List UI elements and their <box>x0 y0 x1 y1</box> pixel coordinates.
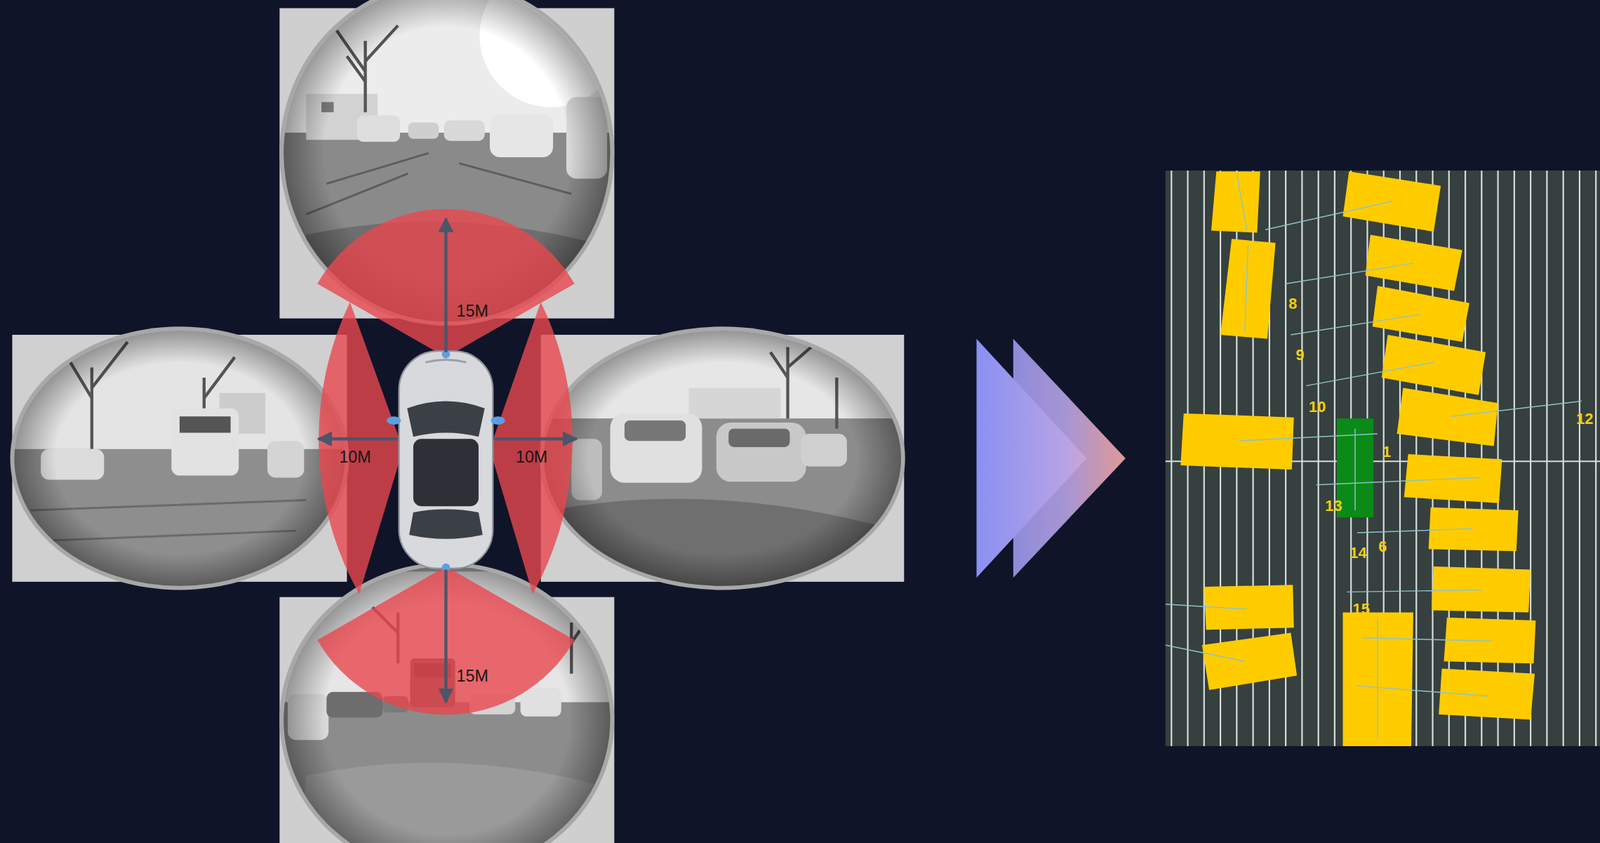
ego-vehicle <box>407 400 485 437</box>
detected-vehicle <box>1381 334 1486 396</box>
right-camera-image <box>530 326 919 592</box>
callout-number: 13 <box>1324 497 1342 513</box>
callout-number: 6 <box>1378 538 1387 554</box>
left-camera-image <box>14 330 345 586</box>
camera-coverage-sector <box>318 301 403 594</box>
transform-chevron <box>1013 338 1126 578</box>
right-camera-image <box>543 330 902 586</box>
dimension-label: 10M <box>338 449 371 466</box>
leader-line <box>1165 200 1582 696</box>
callout-number: 12 <box>1576 410 1593 426</box>
detected-vehicle <box>1372 285 1470 342</box>
left-camera-image <box>0 326 368 592</box>
transform-chevron <box>976 338 1126 578</box>
right-camera-image <box>530 326 919 592</box>
parking-map <box>1165 170 1600 746</box>
left-camera-image <box>0 326 368 592</box>
range-arrow <box>494 437 577 440</box>
ego-vehicle <box>409 509 483 539</box>
detected-vehicle <box>1431 566 1531 612</box>
rear-camera-image <box>279 562 615 843</box>
camera-coverage-sector <box>317 209 575 715</box>
left-camera-image <box>10 326 350 590</box>
rear-camera-image <box>283 566 610 843</box>
camera-coverage-sector <box>489 301 573 594</box>
detected-vehicle <box>1365 234 1463 291</box>
detected-vehicle <box>1428 507 1519 552</box>
dimension-label: 15M <box>456 668 489 685</box>
leader-line <box>1236 173 1378 740</box>
callout-number: 14 <box>1349 544 1367 560</box>
ego-vehicle <box>490 416 505 425</box>
detected-vehicle <box>1438 668 1535 720</box>
dimension-label: 15M <box>456 303 489 320</box>
range-arrow <box>318 218 577 702</box>
ego-vehicle <box>399 350 494 569</box>
range-arrow <box>318 437 398 440</box>
detected-vehicle <box>1397 388 1499 447</box>
camera-coverage-sector <box>317 566 575 715</box>
dimension-label: 10M <box>515 449 548 466</box>
callout-number: 9 <box>1295 346 1304 363</box>
parking-map <box>1165 170 1600 746</box>
detected-vehicle <box>1180 171 1536 746</box>
right-camera-image <box>539 326 906 590</box>
ego-vehicle <box>386 350 506 572</box>
range-arrow <box>444 218 448 352</box>
ego-vehicle <box>386 416 401 425</box>
callout-number: 1 <box>1382 443 1391 459</box>
ego-vehicle <box>413 438 479 506</box>
callout-number: 8 <box>1288 295 1297 311</box>
ego-vehicle <box>425 360 466 363</box>
detected-vehicle <box>1202 632 1297 690</box>
leader-line <box>1165 173 1582 740</box>
rear-camera-image <box>279 562 615 843</box>
callout-number: 10 <box>1308 398 1326 415</box>
callout-number: 15 <box>1352 600 1370 617</box>
range-arrow <box>444 569 448 702</box>
detected-vehicle <box>1211 171 1261 233</box>
detected-vehicle <box>1180 413 1294 470</box>
